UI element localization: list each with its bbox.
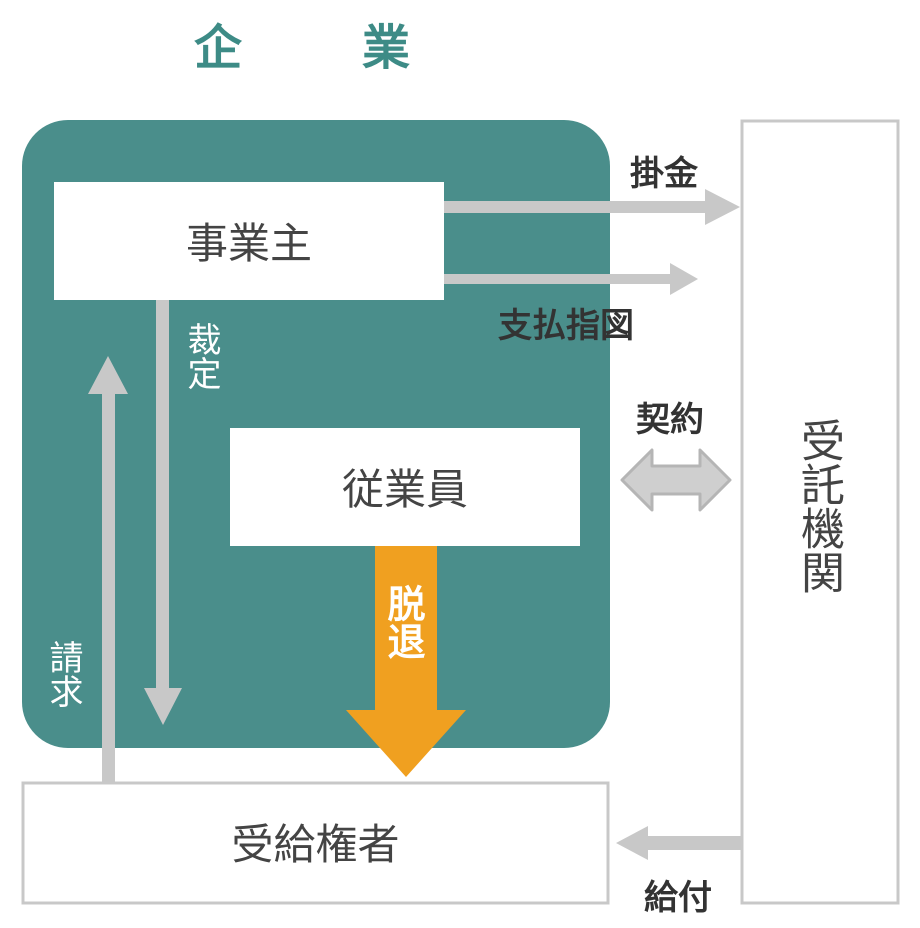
contract-label: 契約 (636, 400, 704, 440)
claim-arrow (88, 356, 128, 783)
beneficiary-box (21, 781, 610, 905)
adjudication-arrow (144, 300, 182, 725)
employer-label: 事業主 (185, 219, 312, 268)
benefit-payment-label: 給付 (644, 878, 712, 918)
employee-box (230, 428, 580, 546)
contribution-arrow (444, 189, 740, 225)
withdrawal-arrow (346, 546, 466, 777)
payment-instruction-arrow (444, 263, 698, 295)
enterprise-heading: 企 業 (193, 20, 446, 76)
adjudication-label: 裁定 (181, 322, 221, 390)
beneficiary-label: 受給権者 (231, 820, 400, 869)
payment-instruction-label: 支払指図 (498, 306, 634, 346)
employer-box (54, 182, 444, 300)
trustee-box (740, 119, 900, 905)
claim-label: 請求 (43, 640, 83, 708)
trustee-label: 受託機関 (793, 418, 844, 594)
withdrawal-label: 脱退 (381, 584, 425, 660)
employee-label: 従業員 (341, 465, 468, 514)
benefit-payment-arrow (616, 826, 742, 860)
contract-double-arrow (620, 448, 732, 512)
contribution-label: 掛金 (630, 154, 698, 194)
